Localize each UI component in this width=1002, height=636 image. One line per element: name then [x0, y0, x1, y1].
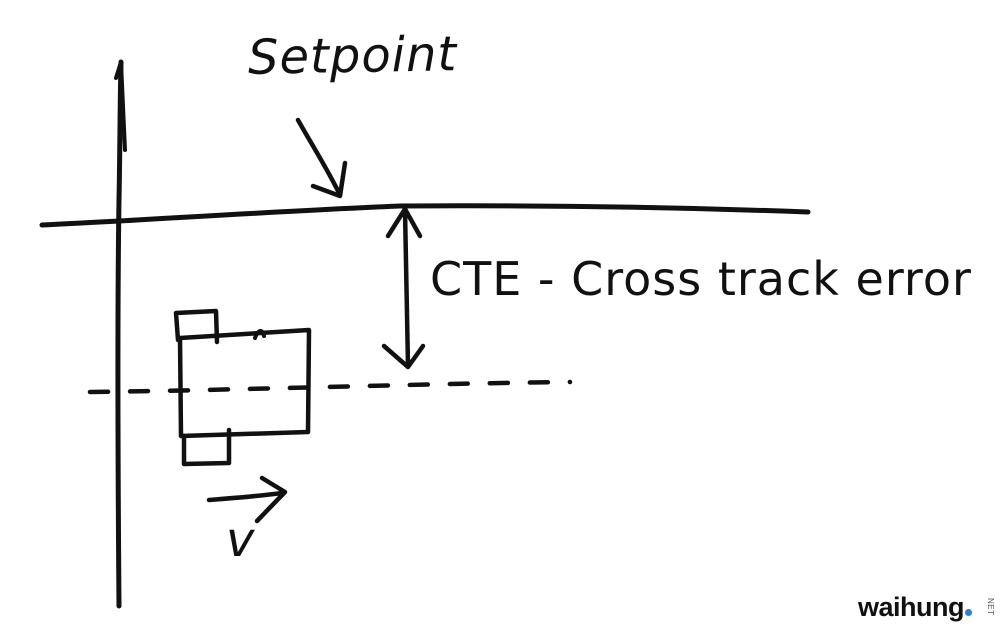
setpoint-pointer-arrowhead	[310, 160, 348, 199]
velocity-arrow-shaft	[206, 490, 285, 503]
cte-arrow-bottom-head	[381, 343, 426, 370]
cte-arrow-shaft	[402, 207, 411, 369]
vehicle-body	[177, 327, 312, 439]
setpoint-line	[39, 203, 811, 228]
vehicle-top-wheel-notch	[253, 329, 266, 340]
trajectory-dashed-line	[87, 379, 573, 395]
setpoint-label: Setpoint	[247, 26, 458, 86]
setpoint-pointer-arrow	[295, 117, 343, 198]
watermark-brand: waihung	[858, 592, 965, 622]
velocity-arrow-head	[254, 475, 288, 524]
cte-arrow-top-head	[385, 206, 423, 239]
watermark-logo: waihung NET	[858, 592, 995, 624]
vehicle-top-wheel	[173, 308, 220, 345]
cte-label: CTE - Cross track error	[430, 252, 972, 306]
vertical-axis-arrowhead	[114, 60, 127, 152]
watermark-dot-icon	[965, 609, 972, 616]
vertical-axis	[115, 59, 124, 609]
watermark-suffix: NET	[986, 598, 995, 616]
vehicle-bottom-wheel	[181, 427, 232, 467]
velocity-label: v	[226, 512, 255, 568]
